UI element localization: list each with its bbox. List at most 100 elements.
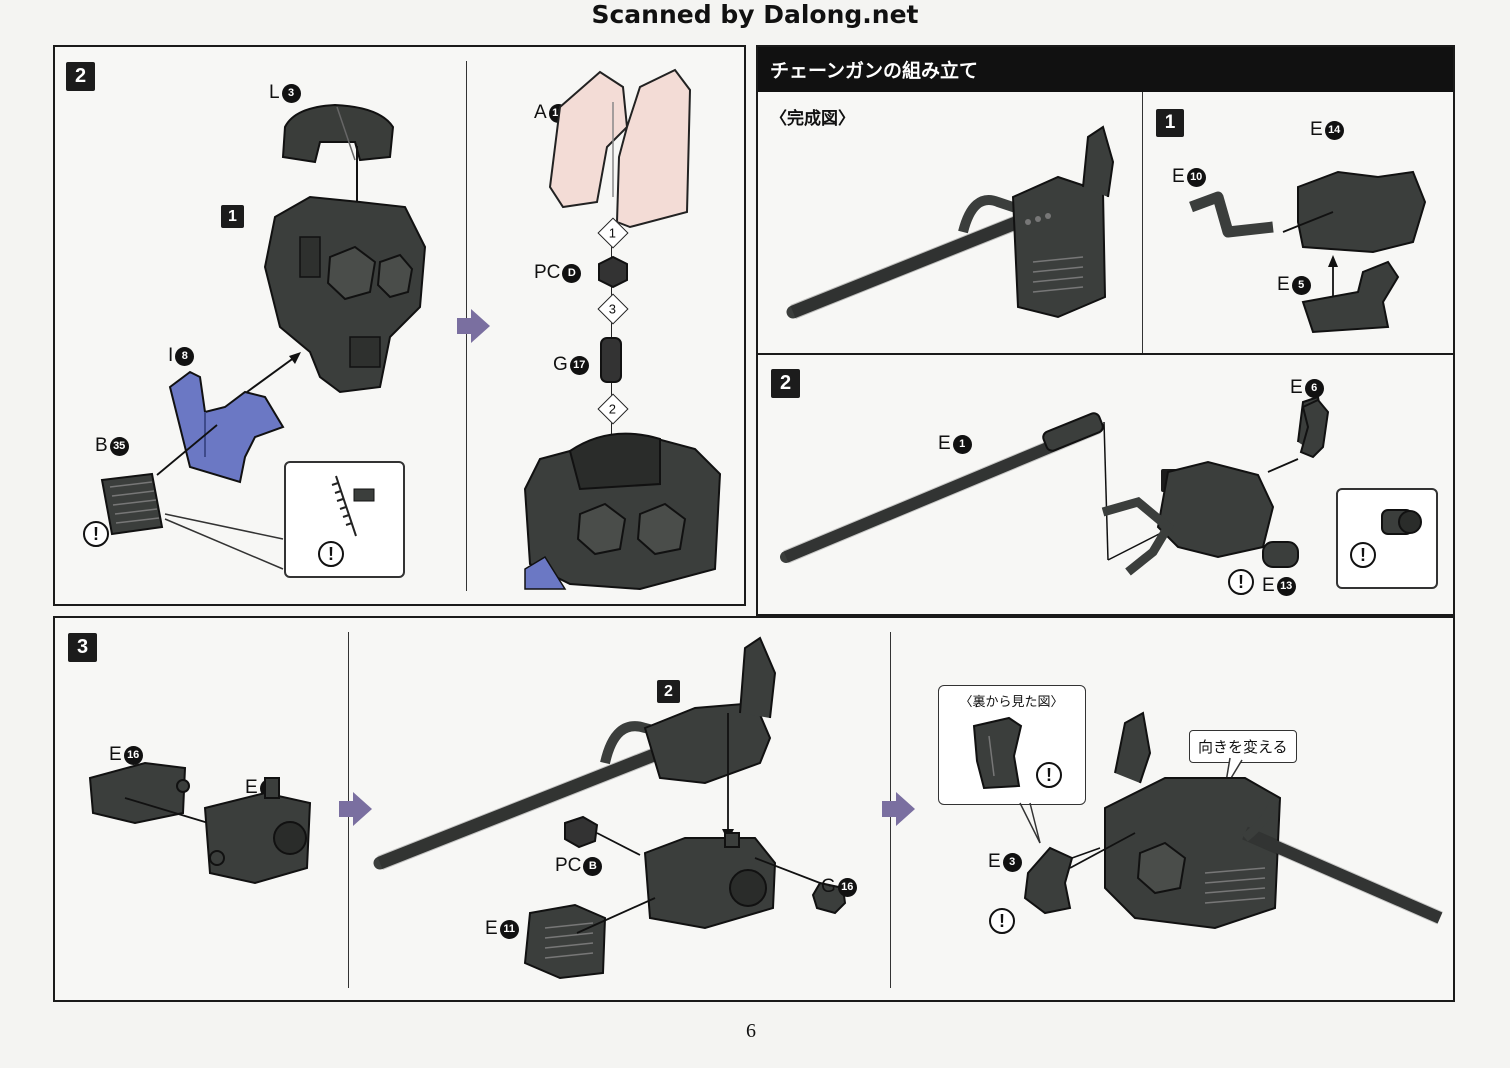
part-label-B35: B 35 [95, 435, 129, 457]
part-number: 11 [499, 919, 519, 939]
part-number: 6 [1304, 378, 1324, 398]
part-label-I8: I 8 [168, 345, 195, 367]
sequence-step: 3 [597, 293, 629, 325]
part-label-PCB: PC B [555, 855, 603, 877]
completed-label: 〈完成図〉 [770, 109, 855, 129]
panel-divider [1142, 92, 1143, 354]
part-number: 5 [1291, 275, 1311, 295]
cover-part-illustration [281, 103, 395, 164]
step3-right-illustration [1069, 711, 1443, 930]
detail-callout: ! [284, 461, 405, 578]
part-letter: G [821, 876, 836, 897]
arrow-vent-to-blue [156, 424, 218, 476]
warning-icon: ! [1350, 542, 1376, 568]
warning-icon: ! [318, 541, 344, 567]
part-E13-illustration [1262, 541, 1299, 568]
assembly-arrow [356, 146, 358, 208]
warning-icon: ! [1036, 762, 1062, 788]
part-letter: E [1277, 274, 1290, 295]
back-view-illustration [972, 716, 1023, 790]
part-label-G16: G 16 [821, 876, 857, 898]
completed-chain-gun-illustration [786, 125, 1115, 319]
part-letter: B [95, 435, 108, 456]
back-view-pointer [1019, 802, 1041, 844]
warning-icon: ! [83, 521, 109, 547]
part-label-E5: E 5 [1277, 274, 1311, 296]
part-label-G17: G 17 [553, 354, 589, 376]
part-number: 16 [123, 745, 143, 765]
part-number: 3 [281, 83, 301, 103]
step-3-panel: 3 E 16 E 7 2 [53, 616, 1455, 1002]
part-label-E10: E 10 [1172, 166, 1206, 188]
part-label-E13: E 13 [1262, 575, 1296, 597]
seq-line [611, 227, 612, 437]
flow-arrow [471, 309, 490, 343]
part-E3-illustration [1023, 846, 1101, 915]
part-label-E6: E 6 [1290, 377, 1324, 399]
part-number: 17 [569, 355, 589, 375]
part-number: 16 [837, 877, 857, 897]
sub-step-badge: 2 [657, 680, 680, 703]
part-letter: PC [555, 855, 582, 876]
callout-pointer [164, 513, 284, 570]
warning-icon: ! [1228, 569, 1254, 595]
cylinder-detail-illustration [1381, 509, 1422, 535]
sub-step-badge: 1 [221, 205, 244, 228]
flow-arrow-bar [882, 801, 896, 817]
part-number: 14 [1324, 120, 1344, 140]
part-letter: A [534, 102, 547, 123]
detail-callout: ! [1336, 488, 1438, 589]
barrel-illustration [780, 412, 1164, 564]
head-cover-illustration [548, 68, 692, 229]
step-badge: 3 [68, 633, 97, 662]
back-view-callout: 〈裏から見た図〉 ! [938, 685, 1086, 805]
step-badge: 2 [66, 62, 95, 91]
direction-note: 向きを変える [1189, 730, 1297, 763]
poly-cap-illustration [598, 255, 628, 289]
part-E6-illustration [1299, 398, 1330, 459]
part-letter: E [245, 777, 258, 798]
head-base-illustration [523, 432, 722, 591]
part-number: 10 [1186, 167, 1206, 187]
part-letter: E [938, 433, 951, 454]
part-number: 1 [952, 434, 972, 454]
part-label-E16: E 16 [109, 744, 143, 766]
part-letter: L [269, 82, 280, 103]
page-number: 6 [746, 1020, 756, 1042]
part-letter: E [1262, 575, 1275, 596]
row-divider [758, 353, 1453, 355]
vent-part-illustration [100, 472, 164, 536]
part-letter: E [988, 851, 1001, 872]
step3-middle-illustration [373, 636, 847, 980]
part-number: B [583, 856, 603, 876]
sub-1-illustration [1189, 170, 1427, 334]
comb-detail-illustration [331, 475, 375, 537]
arrow-to-torso [246, 352, 301, 393]
part-number: 35 [109, 436, 129, 456]
step-2-panel: 2 L 3 1 I 8 B 35 [53, 45, 746, 606]
part-label-E11: E 11 [485, 918, 519, 940]
part-letter: E [1290, 377, 1303, 398]
section-title: チェーンガンの組み立て [758, 47, 1453, 92]
part-letter: G [553, 354, 568, 375]
part-letter: E [485, 918, 498, 939]
chain-gun-panel: チェーンガンの組み立て 〈完成図〉 1 E 14 E 10 E 5 2 E 6 [756, 45, 1455, 616]
part-number: 3 [1002, 852, 1022, 872]
part-number: D [562, 263, 582, 283]
part-number: 13 [1276, 576, 1296, 596]
watermark-text: Scanned by Dalong.net [591, 0, 919, 29]
flow-arrow [353, 792, 372, 826]
part-number: 8 [175, 346, 195, 366]
flow-arrow-bar [457, 318, 471, 334]
part-letter: E [1172, 166, 1185, 187]
joint-peg-illustration [600, 337, 622, 383]
part-letter: I [168, 345, 174, 366]
part-letter: PC [534, 262, 561, 283]
sequence-step: 2 [597, 393, 629, 425]
part-letter: E [1310, 119, 1323, 140]
part-label-E1: E 1 [938, 433, 972, 455]
flow-arrow-bar [339, 801, 353, 817]
part-label-PCD: PC D [534, 262, 582, 284]
torso-assembly-illustration [263, 195, 427, 394]
part-label-E3: E 3 [988, 851, 1022, 873]
